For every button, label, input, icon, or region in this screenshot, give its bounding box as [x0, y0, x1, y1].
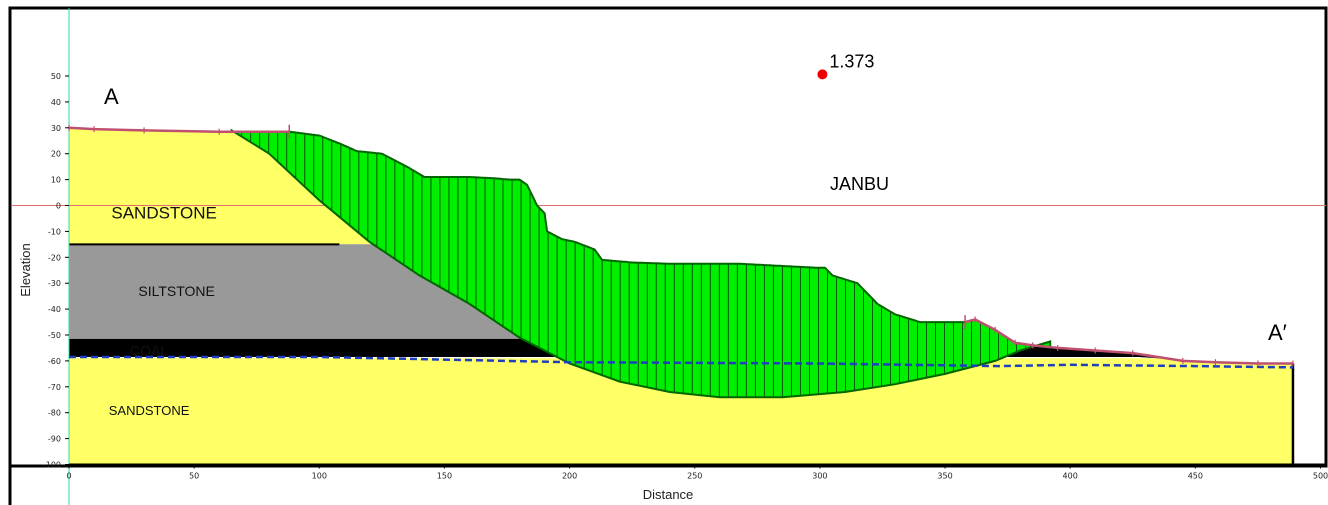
y-tick-label: 20: [51, 150, 61, 159]
slip-center-marker: [817, 69, 828, 80]
y-tick-label: -80: [48, 409, 61, 418]
x-tick-label: 400: [1063, 472, 1078, 481]
layer-label: SANDSTONE: [111, 203, 217, 222]
lower-sandstone-layer: [69, 358, 1293, 465]
ground-profile-markers: [68, 124, 1294, 367]
y-tick-label: -90: [48, 435, 61, 444]
y-axis-title: Elevation: [18, 243, 33, 296]
sliding-mass: [230, 128, 1216, 399]
x-tick-label: 150: [437, 472, 452, 481]
water-table-line: [69, 355, 1294, 369]
x-tick-label: 0: [66, 472, 71, 481]
y-tick-label: 40: [51, 98, 61, 107]
layer-label: COAL: [130, 343, 168, 359]
layer-label: SANDSTONE: [109, 403, 190, 418]
y-tick-label: -10: [48, 227, 61, 236]
y-tick-label: 0: [56, 202, 61, 211]
y-tick-label: -20: [48, 253, 61, 262]
x-tick-label: 300: [812, 472, 827, 481]
layer-labels: SANDSTONE SILTSTONE COAL SANDSTONE: [109, 203, 217, 418]
y-tick-label: -30: [48, 279, 61, 288]
x-tick-label: 50: [189, 472, 199, 481]
sliding-mass-outline: [230, 128, 1052, 399]
y-tick-label: -100: [43, 461, 61, 470]
factor-of-safety-value: 1.373: [829, 51, 874, 71]
y-tick-label: -50: [48, 331, 61, 340]
x-tick-label: 250: [687, 472, 702, 481]
y-tick-label: 10: [51, 176, 61, 185]
x-tick-label: 100: [312, 472, 327, 481]
y-tick-label: 30: [51, 124, 61, 133]
section-start-label: A: [104, 84, 119, 109]
x-tick-label: 350: [937, 472, 952, 481]
y-tick-label: -40: [48, 305, 61, 314]
y-tick-label: -70: [48, 383, 61, 392]
y-tick-label: 50: [51, 72, 61, 81]
x-axis-title: Distance: [643, 487, 694, 502]
analysis-method-label: JANBU: [830, 174, 889, 194]
x-tick-label: 500: [1313, 472, 1328, 481]
x-tick-label: 450: [1188, 472, 1203, 481]
slice-lines: [241, 131, 1036, 398]
section-end-label: A′: [1268, 320, 1287, 345]
layer-label: SILTSTONE: [138, 283, 215, 299]
y-tick-label: -60: [48, 357, 61, 366]
x-tick-label: 200: [562, 472, 577, 481]
